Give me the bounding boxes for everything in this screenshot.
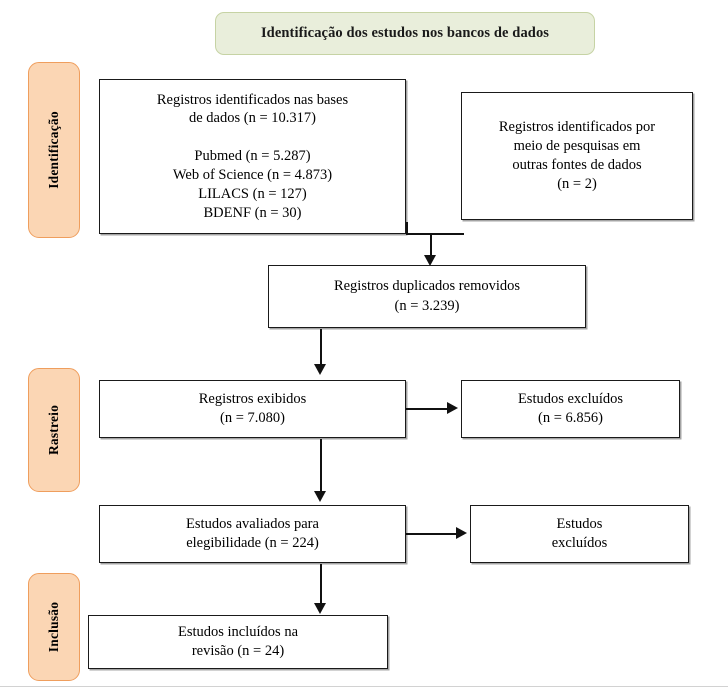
stage-tab-rastreio-label: Rastreio: [46, 404, 61, 456]
box-records-identified-databases: Registros identificados nas bases de dad…: [99, 79, 406, 234]
box-studies-assessed-eligibility-text: Estudos avaliados para elegibilidade (n …: [186, 515, 319, 551]
connector-screened-to-eligibility-arrowhead: [314, 491, 326, 502]
box-studies-excluded-screening: Estudos excluídos (n = 6.856): [461, 380, 680, 438]
stage-tab-identificacao-label: Identificação: [46, 111, 61, 189]
connector-duplicates-to-screened-arrowhead: [314, 364, 326, 375]
box-duplicates-removed-text: Registros duplicados removidos (n = 3.23…: [333, 278, 521, 314]
stage-tab-identificacao: Identificação: [28, 62, 80, 238]
connector-identification-left-stub: [406, 222, 408, 234]
box-records-identified-other-sources-text: Registros identificados por meio de pesq…: [498, 118, 656, 193]
box-studies-included-review: Estudos incluídos na revisão (n = 24): [88, 615, 388, 669]
box-records-screened-text: Registros exibidos (n = 7.080): [198, 390, 307, 426]
connector-eligibility-to-included-arrowhead: [314, 603, 326, 614]
connector-to-duplicates-line: [430, 233, 432, 260]
diagram-header-banner: Identificação dos estudos nos bancos de …: [215, 12, 595, 55]
box-records-identified-databases-text: Registros identificados nas bases de dad…: [156, 91, 349, 221]
connector-screened-to-eligibility-line: [320, 439, 322, 494]
box-studies-assessed-eligibility: Estudos avaliados para elegibilidade (n …: [99, 505, 406, 563]
stage-tab-rastreio: Rastreio: [28, 368, 80, 492]
box-records-identified-other-sources: Registros identificados por meio de pesq…: [461, 92, 693, 220]
box-studies-included-review-text: Estudos incluídos na revisão (n = 24): [177, 623, 299, 659]
box-duplicates-removed: Registros duplicados removidos (n = 3.23…: [268, 265, 586, 328]
box-studies-excluded-screening-text: Estudos excluídos (n = 6.856): [517, 390, 624, 426]
connector-eligibility-to-excluded-line: [406, 533, 458, 535]
connector-screened-to-excluded-arrowhead: [447, 402, 458, 414]
connector-screened-to-excluded-line: [406, 408, 450, 410]
box-studies-excluded-eligibility: Estudos excluídos: [470, 505, 689, 563]
connector-eligibility-to-excluded-arrowhead: [456, 527, 467, 539]
stage-tab-inclusao-label: Inclusão: [46, 601, 61, 653]
stage-tab-inclusao: Inclusão: [28, 573, 80, 681]
connector-identification-merge-line: [406, 233, 464, 235]
connector-duplicates-to-screened-line: [320, 329, 322, 368]
footer-divider: [0, 686, 728, 687]
box-records-screened: Registros exibidos (n = 7.080): [99, 380, 406, 438]
connector-eligibility-to-included-line: [320, 564, 322, 606]
box-studies-excluded-eligibility-text: Estudos excluídos: [551, 515, 608, 551]
connector-to-duplicates-arrowhead: [424, 255, 436, 266]
diagram-title: Identificação dos estudos nos bancos de …: [260, 25, 550, 41]
